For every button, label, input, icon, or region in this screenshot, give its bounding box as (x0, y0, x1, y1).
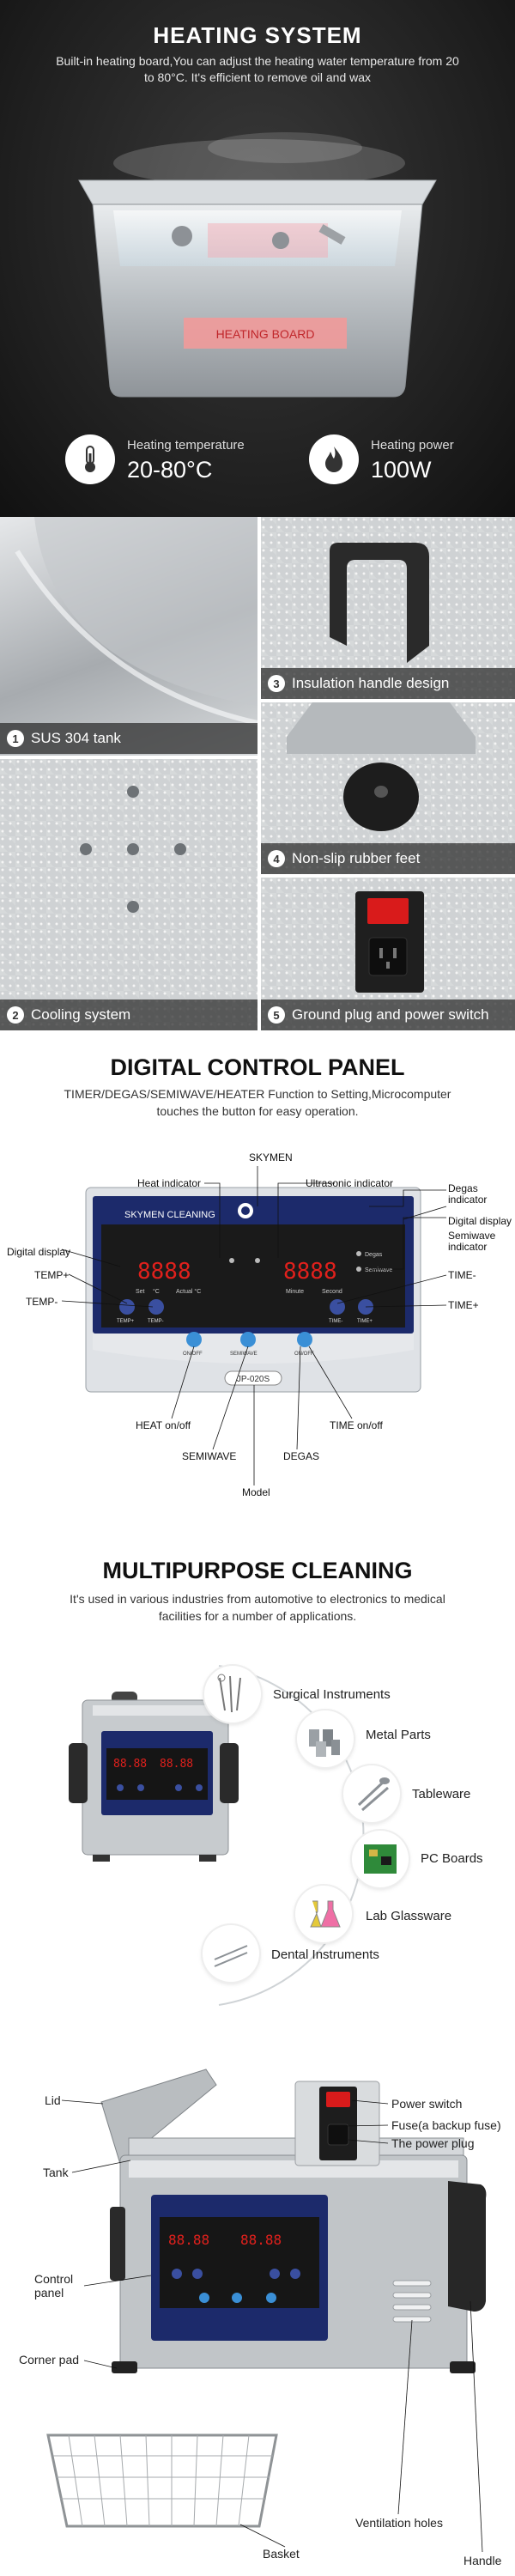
tank-photo: 1 SUS 304 tank (0, 517, 258, 756)
label-handle: Handle (464, 2554, 502, 2567)
heating-description: Built-in heating board,You can adjust th… (56, 54, 459, 84)
lab-glassware-image (295, 1886, 352, 1942)
panel-c-text: °C (153, 1288, 160, 1295)
parts-diagram: 88.88 88.88 (46, 2069, 487, 2553)
tableware-image (343, 1765, 400, 1822)
label-tank: Tank (43, 2166, 69, 2179)
heating-temperature-spec: Heating temperature 20-80°C (65, 429, 254, 489)
label-power-switch: Power switch (391, 2097, 463, 2111)
panel-actual-text: Actual °C (176, 1288, 201, 1295)
control-title: DIGITAL CONTROL PANEL (110, 1054, 405, 1080)
heating-power-value: 100W (371, 457, 432, 483)
display-right: 8888 (283, 1259, 337, 1285)
panel-time-plus: TIME+ (357, 1319, 373, 1324)
heating-temperature-label: Heating temperature (127, 438, 245, 453)
features-collage: 1 SUS 304 tank 2 Cooling system 3 Insula… (0, 517, 515, 1030)
control-description: TIMER/DEGAS/SEMIWAVE/HEATER Function to … (64, 1087, 451, 1118)
control-panel-section: DIGITAL CONTROL PANEL TIMER/DEGAS/SEMIWA… (0, 1030, 515, 1537)
label-corner-pad: Corner pad (19, 2353, 80, 2366)
parts-section: 88.88 88.88 Lid (0, 2044, 515, 2576)
annot-time-onoff: TIME on/off (330, 1419, 383, 1431)
svg-text:88.88: 88.88 (160, 1758, 193, 1771)
heating-power-label: Heating power (371, 438, 454, 453)
label-fuse: Fuse(a backup fuse) (391, 2118, 501, 2132)
multipurpose-description: It's used in various industries from aut… (70, 1592, 445, 1623)
label-control-panel: Control panel (34, 2272, 74, 2300)
annot-digital-display-left: Digital display (7, 1246, 71, 1258)
panel-time-minus: TIME- (329, 1319, 342, 1324)
panel-set-text: Set (136, 1289, 145, 1295)
panel-temp-minus: TEMP- (148, 1319, 164, 1324)
annot-semiwave: SEMIWAVE (182, 1450, 237, 1462)
model-plate: JP-020S (237, 1375, 270, 1384)
heating-temperature-value: 20-80°C (127, 457, 213, 483)
metal-parts-image (297, 1710, 354, 1767)
label-power-plug: The power plug (391, 2136, 475, 2150)
cooling-photo: 2 Cooling system (0, 759, 258, 1030)
multipurpose-section: MULTIPURPOSE CLEANING It's used in vario… (0, 1537, 515, 2044)
panel-second-text: Second (322, 1289, 342, 1295)
annot-degas: DEGAS (283, 1450, 320, 1462)
multipurpose-title: MULTIPURPOSE CLEANING (102, 1558, 413, 1583)
annot-ultrasonic-indicator: Ultrasonic indicator (306, 1177, 394, 1189)
annot-model: Model (242, 1486, 270, 1498)
feature-caption-1: 1 SUS 304 tank (0, 723, 258, 754)
handle-photo: 3 Insulation handle design (261, 517, 515, 699)
annot-temp-minus: TEMP- (26, 1296, 58, 1308)
feature-caption-2: 2 Cooling system (0, 999, 258, 1030)
panel-brand: SKYMEN CLEANING (124, 1210, 215, 1220)
app-label-tableware: Tableware (412, 1787, 471, 1801)
svg-text:88.88: 88.88 (240, 2232, 282, 2248)
heating-title: HEATING SYSTEM (153, 22, 362, 48)
app-label-dental: Dental Instruments (271, 1947, 379, 1962)
heating-power-spec: Heating power 100W (309, 429, 498, 489)
annot-skymen: SKYMEN (249, 1151, 293, 1163)
feature-caption-5: 5 Ground plug and power switch (261, 999, 515, 1030)
label-ventilation-holes: Ventilation holes (355, 2516, 443, 2530)
control-panel-diagram: SKYMEN CLEANING 8888 8888 Set °C Actual … (61, 1166, 447, 1485)
panel-semiwave-btn: SEMIWAVE (230, 1352, 258, 1357)
annot-temp-plus: TEMP+ (34, 1269, 70, 1281)
thermometer-icon (65, 434, 115, 484)
heating-section: HEATING SYSTEM Built-in heating board,Yo… (0, 0, 515, 517)
pc-boards-image (352, 1831, 409, 1887)
annot-degas-indicator: Degas indicator (448, 1182, 488, 1206)
heating-tank-image: HEATING BOARD (78, 132, 437, 398)
annot-time-minus: TIME- (448, 1269, 476, 1281)
dental-instruments-image (203, 1925, 259, 1982)
svg-text:88.88: 88.88 (168, 2232, 209, 2248)
heating-board-label: HEATING BOARD (216, 327, 315, 341)
feature-caption-4: 4 Non-slip rubber feet (261, 843, 515, 874)
annot-heat-indicator: Heat indicator (137, 1177, 202, 1189)
app-label-pc-boards: PC Boards (421, 1851, 483, 1866)
panel-time-onoff: ON/OFF (294, 1352, 314, 1357)
panel-degas-text: Degas (365, 1252, 383, 1258)
flame-icon (309, 434, 359, 484)
label-lid: Lid (45, 2093, 61, 2107)
feature-caption-3: 3 Insulation handle design (261, 668, 515, 699)
rubber-feet-photo: 4 Non-slip rubber feet (261, 702, 515, 874)
app-label-metal-parts: Metal Parts (366, 1728, 431, 1742)
panel-semiwave-text: Semiwave (365, 1267, 392, 1273)
annot-heat-onoff: HEAT on/off (136, 1419, 191, 1431)
app-label-surgical: Surgical Instruments (273, 1687, 391, 1702)
panel-minute-text: Minute (286, 1289, 304, 1295)
svg-text:88.88: 88.88 (113, 1758, 147, 1771)
app-label-lab-glassware: Lab Glassware (366, 1909, 452, 1923)
label-basket: Basket (263, 2547, 300, 2561)
panel-temp-plus: TEMP+ (117, 1319, 135, 1324)
annot-digital-display-right: Digital display (448, 1215, 512, 1227)
power-switch-photo: 5 Ground plug and power switch (261, 878, 515, 1030)
annot-time-plus: TIME+ (448, 1299, 479, 1311)
multipurpose-diagram: 88.88 88.88 (69, 1665, 365, 2006)
surgical-instruments-image (204, 1666, 261, 1722)
display-left: 8888 (137, 1259, 191, 1285)
annot-semiwave-indicator: Semiwave indicator (448, 1230, 496, 1253)
panel-heat-onoff: ON/OFF (183, 1352, 203, 1357)
